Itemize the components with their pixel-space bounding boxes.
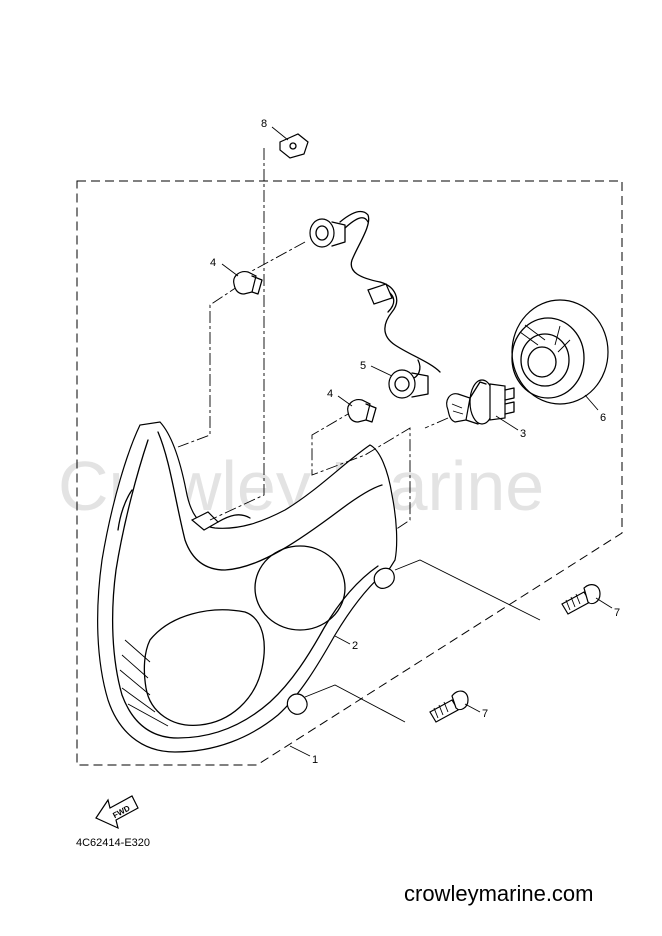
- wiring-harness: [309, 210, 441, 399]
- forward-arrow-icon: FWD: [95, 795, 139, 830]
- leader-bulb-lower: [311, 409, 411, 531]
- screw-lower: [429, 690, 469, 723]
- part-label-1: 1: [312, 754, 318, 766]
- part-label-8: 8: [261, 118, 267, 130]
- part-label-7-upper: 7: [614, 607, 620, 619]
- halogen-bulb: [446, 379, 515, 425]
- leader-bulb-h4: [424, 417, 449, 429]
- upper-socket: [309, 218, 346, 248]
- leader-socket-upper: [249, 241, 306, 273]
- small-bulb-upper: [233, 271, 263, 295]
- part-label-7-lower: 7: [482, 708, 488, 720]
- screw-upper: [561, 584, 601, 615]
- small-bulb-lower: [347, 399, 377, 423]
- part-label-2: 2: [352, 640, 358, 652]
- part-label-4-lower: 4: [327, 388, 333, 400]
- assembly-boundary: [76, 180, 623, 766]
- leader-bulb-upper: [177, 284, 241, 448]
- bulb-cover: [511, 299, 609, 405]
- part-label-5: 5: [360, 360, 366, 372]
- lower-socket: [388, 369, 429, 399]
- leader-screw-upper: [394, 559, 541, 621]
- leader-screw-lower: [304, 684, 406, 723]
- clip-nut: [279, 133, 309, 159]
- headlight-housing: [97, 421, 398, 753]
- part-label-3: 3: [520, 428, 526, 440]
- part-label-6: 6: [600, 412, 606, 424]
- part-label-4-upper: 4: [210, 257, 216, 269]
- diagram-code: 4C62414-E320: [76, 837, 150, 849]
- site-name: crowleymarine.com: [404, 881, 594, 906]
- leader-clip: [209, 148, 265, 521]
